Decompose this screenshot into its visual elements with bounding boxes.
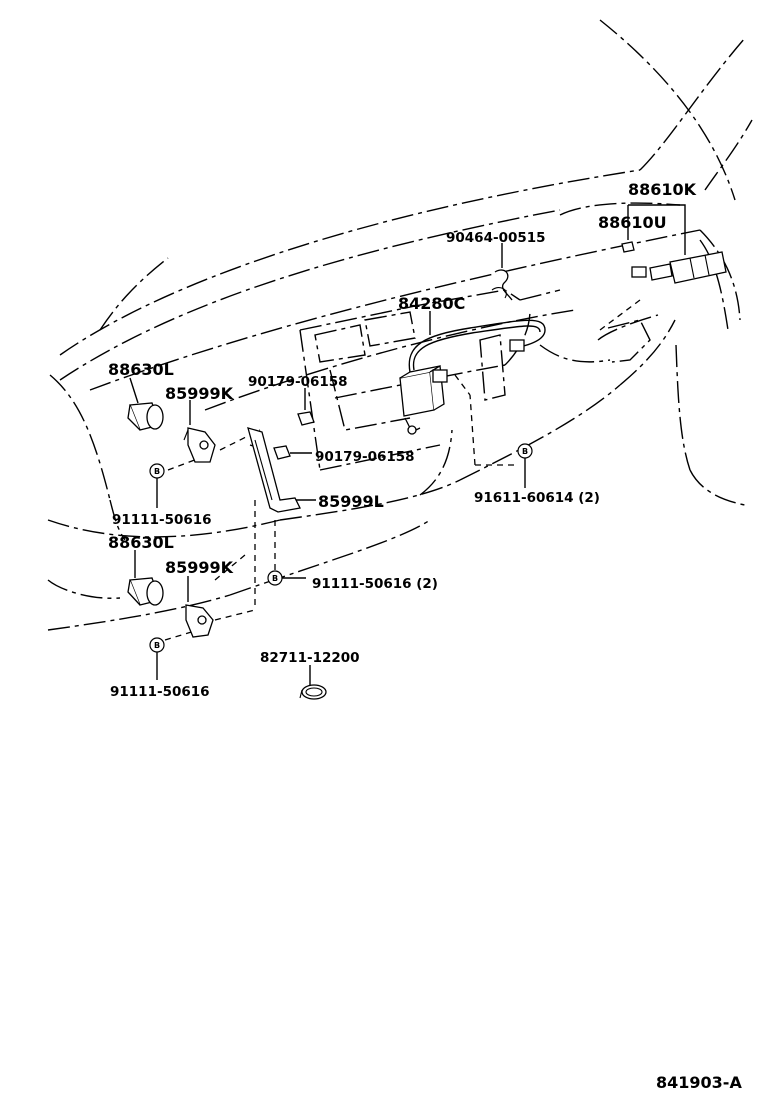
dashboard-outline bbox=[47, 19, 753, 631]
nut-90179-lower bbox=[273, 445, 291, 460]
label-85999k-lower: 85999K bbox=[165, 558, 234, 577]
label-90179-lower: 90179-06158 bbox=[315, 449, 415, 465]
horn-88630l-lower bbox=[127, 577, 164, 606]
bolt-mark-91111-lower: B bbox=[149, 637, 165, 653]
switch-assembly-88610k bbox=[621, 241, 727, 284]
label-84280c: 84280C bbox=[398, 294, 465, 313]
horn-88630l-upper bbox=[127, 402, 164, 431]
label-88610k: 88610K bbox=[628, 180, 697, 199]
leader-lines bbox=[129, 204, 686, 685]
bolt-mark-91611: B bbox=[517, 443, 533, 459]
label-82711: 82711-12200 bbox=[260, 650, 360, 666]
svg-text:B: B bbox=[272, 574, 278, 583]
label-91111-upper: 91111-50616 bbox=[112, 512, 212, 528]
label-91111-lower: 91111-50616 bbox=[110, 684, 210, 700]
assembly-lines bbox=[164, 299, 641, 641]
label-85999l: 85999L bbox=[318, 492, 384, 511]
wire-clamp-82711 bbox=[299, 684, 327, 700]
part-labels: 88610K 88610U 90464-00515 84280C 88630L … bbox=[108, 180, 742, 1092]
label-88630l-lower: 88630L bbox=[108, 533, 174, 552]
horn-bracket-85999l bbox=[247, 427, 301, 513]
diagram-code: 841903-A bbox=[656, 1073, 742, 1092]
bolt-mark-91111-middle: B bbox=[267, 570, 283, 586]
horn-bracket-85999k-upper bbox=[183, 427, 216, 463]
horn-bracket-85999k-lower bbox=[185, 604, 214, 638]
label-91611: 91611-60614 (2) bbox=[474, 490, 600, 506]
control-unit-84280c bbox=[399, 319, 546, 435]
label-91111-middle: 91111-50616 (2) bbox=[312, 576, 438, 592]
label-88630l-upper: 88630L bbox=[108, 360, 174, 379]
svg-text:B: B bbox=[522, 447, 528, 456]
label-90464: 90464-00515 bbox=[446, 230, 546, 246]
label-85999k-upper: 85999K bbox=[165, 384, 234, 403]
label-88610u: 88610U bbox=[598, 213, 667, 232]
bolt-mark-91111-upper: B bbox=[149, 463, 165, 479]
svg-text:B: B bbox=[154, 467, 160, 476]
svg-text:B: B bbox=[154, 641, 160, 650]
label-90179-upper: 90179-06158 bbox=[248, 374, 348, 390]
nut-90179-upper bbox=[297, 411, 315, 426]
clip-90464 bbox=[491, 269, 513, 301]
